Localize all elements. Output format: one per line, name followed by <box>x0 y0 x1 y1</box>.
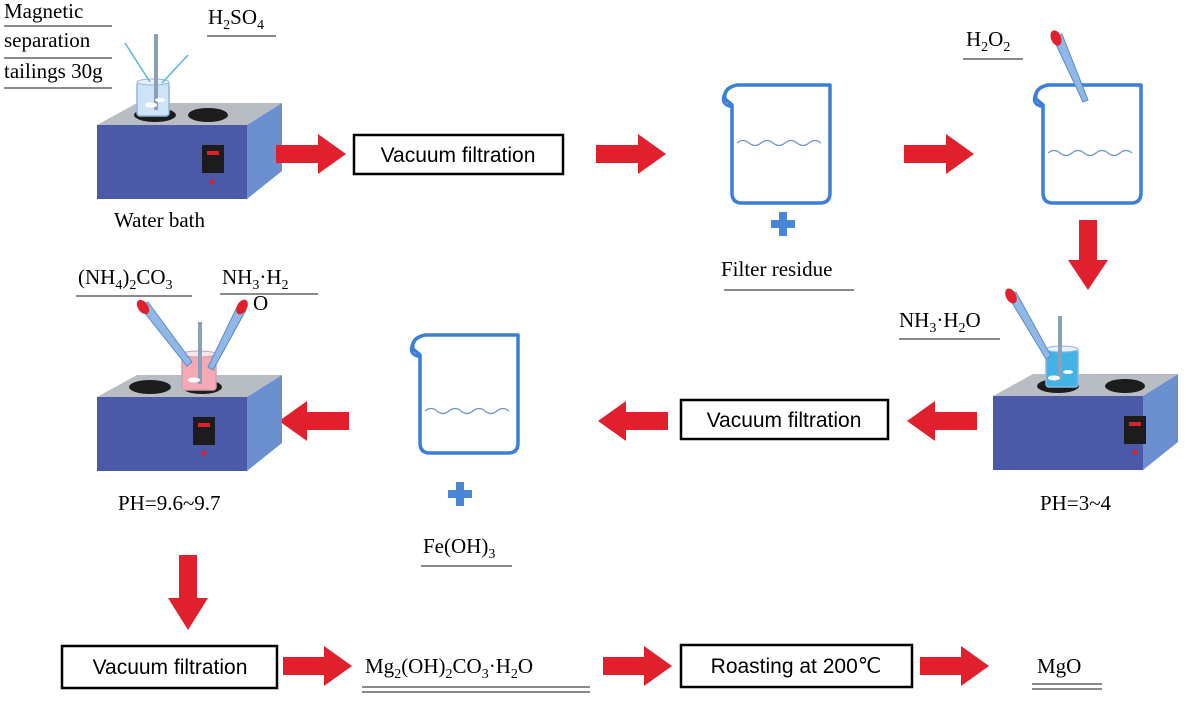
plus-icon <box>448 482 472 506</box>
right-arrow-icon <box>596 134 666 174</box>
water-bath-label: Water bath <box>114 208 206 232</box>
tailings-label-line2: separation <box>4 28 91 52</box>
vacuum-filtration-label-1: Vacuum filtration <box>381 144 536 167</box>
dropper-icon <box>136 299 193 367</box>
nh3h2o-left-wrap: O <box>253 291 268 315</box>
left-arrow-icon <box>279 401 349 441</box>
beaker-icon <box>1032 83 1143 205</box>
dropper-icon <box>1005 288 1052 360</box>
left-arrow-icon <box>598 401 668 441</box>
ph-right-label: PH=3~4 <box>1040 491 1112 515</box>
down-arrow-icon <box>1068 220 1108 290</box>
tailings-label-line1: Magnetic <box>4 0 83 23</box>
beaker-icon <box>409 333 520 455</box>
plus-icon <box>771 212 795 236</box>
h2so4-label: H2SO4 <box>208 5 264 33</box>
ph-left-label: PH=9.6~9.7 <box>118 491 221 515</box>
mgo-label: MgO <box>1037 654 1081 678</box>
down-arrow-icon <box>168 555 208 630</box>
vacuum-filtration-label-3: Vacuum filtration <box>93 656 248 679</box>
filter-residue-label: Filter residue <box>721 257 832 281</box>
right-arrow-icon <box>904 134 974 174</box>
right-arrow-icon <box>603 646 672 686</box>
vacuum-filtration-box-1 <box>352 133 565 176</box>
right-arrow-icon <box>283 646 352 686</box>
dropper-icon <box>207 299 248 371</box>
left-arrow-icon <box>907 401 977 441</box>
vacuum-filtration-box-2 <box>679 398 890 441</box>
vacuum-filtration-label-2: Vacuum filtration <box>707 409 862 432</box>
right-arrow-icon <box>276 134 346 174</box>
h2o2-label: H2O2 <box>966 27 1010 55</box>
pointer-line-acid <box>161 54 189 84</box>
nh3h2o-left-label: NH3·H2 <box>222 265 289 293</box>
roasting-label: Roasting at 200℃ <box>711 655 882 678</box>
water-bath-heater-icon <box>993 374 1178 470</box>
carbonate-label: (NH4)2CO3 <box>78 265 173 293</box>
right-arrow-icon <box>920 646 989 686</box>
pointer-line-tailings <box>124 42 151 83</box>
fe-oh3-label: Fe(OH)3 <box>423 534 495 562</box>
roasting-box <box>679 643 914 689</box>
product-label: Mg2(OH)2CO3·H2O <box>365 654 533 682</box>
tailings-label-line3: tailings 30g <box>4 59 103 83</box>
vacuum-filtration-box-3 <box>60 644 279 690</box>
dropper-icon <box>1050 30 1089 103</box>
acid-beaker-icon <box>136 34 170 117</box>
nh3h2o-right-label: NH3·H2O <box>899 308 981 336</box>
ammonia-beaker-icon <box>1045 316 1079 388</box>
water-bath-heater-icon <box>97 103 282 199</box>
beaker-icon <box>721 83 832 205</box>
